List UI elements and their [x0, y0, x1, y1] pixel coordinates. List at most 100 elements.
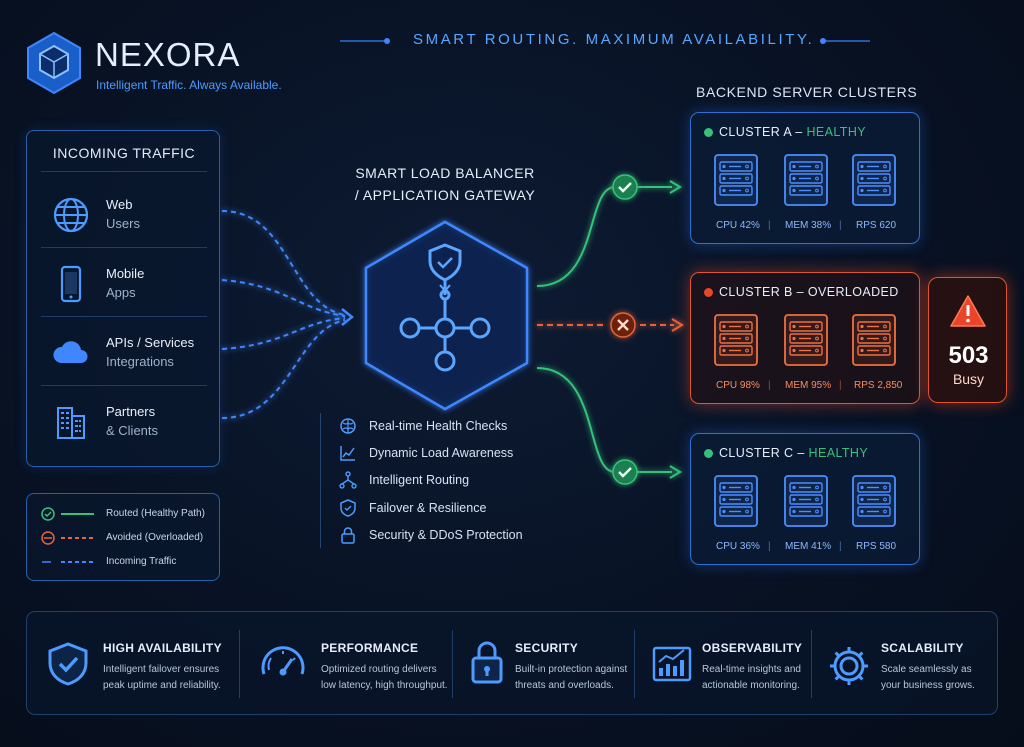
- source-web: Web Users: [41, 179, 207, 245]
- server-rack-icon: [852, 154, 896, 206]
- mem-metric: MEM 38%: [785, 220, 832, 231]
- legend-item-incoming: Incoming Traffic: [39, 554, 217, 570]
- cluster-title: CLUSTER A – HEALTHY: [719, 125, 866, 139]
- feature-label: Failover & Resilience: [369, 501, 487, 515]
- cluster-title: CLUSTER B – OVERLOADED: [719, 285, 899, 299]
- divider: [41, 316, 207, 317]
- benefit-desc: Optimized routing delivers low latency, …: [321, 664, 448, 691]
- route-to-cluster-b: [537, 318, 684, 332]
- benefit-security: SECURITY Built-in protection against thr…: [469, 612, 649, 716]
- feature-label: Dynamic Load Awareness: [369, 446, 514, 460]
- feature-item: Real-time Health Checks: [339, 415, 549, 435]
- analytics-icon: [652, 646, 692, 682]
- metric-separator: |: [768, 380, 771, 391]
- benefit-title: HIGH AVAILABILITY: [103, 641, 222, 655]
- server-rack-icon: [784, 154, 828, 206]
- benefit-desc: Scale seamlessly as your business grows.: [881, 664, 975, 691]
- check-icon: [612, 459, 638, 485]
- speedometer-icon: [261, 646, 305, 676]
- divider: [41, 171, 207, 172]
- benefit-title: PERFORMANCE: [321, 641, 419, 655]
- server-rack-icon: [714, 314, 758, 366]
- gateway-title: SMART LOAD BALANCER / APPLICATION GATEWA…: [330, 162, 560, 206]
- metric-separator: |: [768, 541, 771, 552]
- shield-network-hexagon-icon: [399, 243, 491, 372]
- incoming-traffic-lines: [221, 210, 346, 419]
- cluster-status: HEALTHY: [808, 446, 869, 460]
- cpu-metric: CPU 98%: [716, 380, 760, 391]
- cluster-metrics: CPU 98% | MEM 95% | RPS 2,850: [691, 380, 921, 394]
- metric-separator: |: [839, 541, 842, 552]
- server-rack-icon: [714, 475, 758, 527]
- feature-label: Intelligent Routing: [369, 473, 470, 487]
- routing-icon: [339, 471, 357, 489]
- metric-separator: |: [768, 220, 771, 231]
- cluster-b-card[interactable]: CLUSTER B – OVERLOADED CPU 98% | MEM 95%…: [690, 272, 920, 404]
- source-apis: APIs / Services Integrations: [41, 317, 207, 383]
- feature-label: Security & DDoS Protection: [369, 528, 523, 542]
- benefit-desc: Built-in protection against threats and …: [515, 664, 628, 691]
- cpu-metric: CPU 36%: [716, 541, 760, 552]
- route-to-cluster-c: [536, 367, 682, 479]
- feature-item: Failover & Resilience: [339, 497, 549, 517]
- benefit-performance: PERFORMANCE Optimized routing delivers l…: [259, 612, 459, 716]
- healthy-path-icon: [41, 507, 94, 521]
- building-icon: [57, 407, 85, 439]
- benefits-bar: HIGH AVAILABILITY Intelligent failover e…: [26, 611, 998, 715]
- server-rack-icon: [714, 154, 758, 206]
- mem-metric: MEM 41%: [785, 541, 832, 552]
- cluster-name: CLUSTER C –: [719, 446, 805, 460]
- source-sublabel: Apps: [106, 285, 136, 300]
- benefit-high-availability: HIGH AVAILABILITY Intelligent failover e…: [47, 612, 247, 716]
- divider: [239, 630, 240, 698]
- status-dot: [704, 288, 713, 297]
- blocked-icon: [610, 312, 636, 338]
- check-icon: [612, 174, 638, 200]
- source-label: Web: [106, 197, 133, 212]
- benefit-title: SECURITY: [515, 641, 579, 655]
- cpu-metric: CPU 42%: [716, 220, 760, 231]
- busy-error-card: 503 Busy: [928, 277, 1007, 403]
- cluster-c-card[interactable]: CLUSTER C – HEALTHY CPU 36% | MEM 41% | …: [690, 433, 920, 565]
- warning-icon: [950, 295, 986, 327]
- lock-icon: [341, 527, 355, 544]
- globe-icon: [53, 197, 89, 233]
- shield-check-icon: [48, 642, 88, 686]
- gateway-title-line2: / APPLICATION GATEWAY: [354, 187, 536, 203]
- legend-label: Routed (Healthy Path): [106, 508, 205, 519]
- incoming-path-icon: [42, 561, 94, 563]
- cluster-metrics: CPU 36% | MEM 41% | RPS 580: [691, 541, 921, 555]
- brain-icon: [340, 418, 356, 434]
- benefit-title: OBSERVABILITY: [702, 641, 803, 655]
- cloud-icon: [53, 341, 88, 363]
- divider: [41, 385, 207, 386]
- server-rack-icon: [784, 475, 828, 527]
- server-rack-icon: [852, 314, 896, 366]
- benefit-scalability: SCALABILITY Scale seamlessly as your bus…: [827, 612, 997, 716]
- incoming-traffic-title: INCOMING TRAFFIC: [52, 145, 196, 161]
- rps-metric: RPS 580: [856, 541, 897, 552]
- metric-separator: |: [839, 220, 842, 231]
- status-dot: [704, 128, 713, 137]
- source-partners: Partners & Clients: [41, 386, 207, 452]
- gateway-title-line1: SMART LOAD BALANCER: [355, 165, 535, 181]
- nexora-logo-icon: [27, 31, 81, 95]
- source-label: Mobile: [106, 266, 145, 281]
- divider: [634, 630, 635, 698]
- cluster-name: CLUSTER B – OVERLOADED: [719, 285, 899, 299]
- cluster-metrics: CPU 42% | MEM 38% | RPS 620: [691, 220, 921, 234]
- source-sublabel: Users: [106, 216, 140, 231]
- shield-icon: [340, 499, 356, 517]
- rps-metric: RPS 2,850: [854, 380, 903, 391]
- status-dot: [704, 449, 713, 458]
- rps-metric: RPS 620: [856, 220, 897, 231]
- chart-icon: [340, 446, 355, 461]
- benefit-desc: Real-time insights and actionable monito…: [702, 664, 801, 691]
- smartphone-icon: [60, 265, 82, 303]
- benefit-desc: Intelligent failover ensures peak uptime…: [103, 664, 221, 691]
- source-sublabel: & Clients: [106, 423, 159, 438]
- cluster-a-card[interactable]: CLUSTER A – HEALTHY CPU 42% | MEM 38% | …: [690, 112, 920, 244]
- legend-item-overloaded: Avoided (Overloaded): [39, 530, 217, 546]
- cluster-status: HEALTHY: [806, 125, 867, 139]
